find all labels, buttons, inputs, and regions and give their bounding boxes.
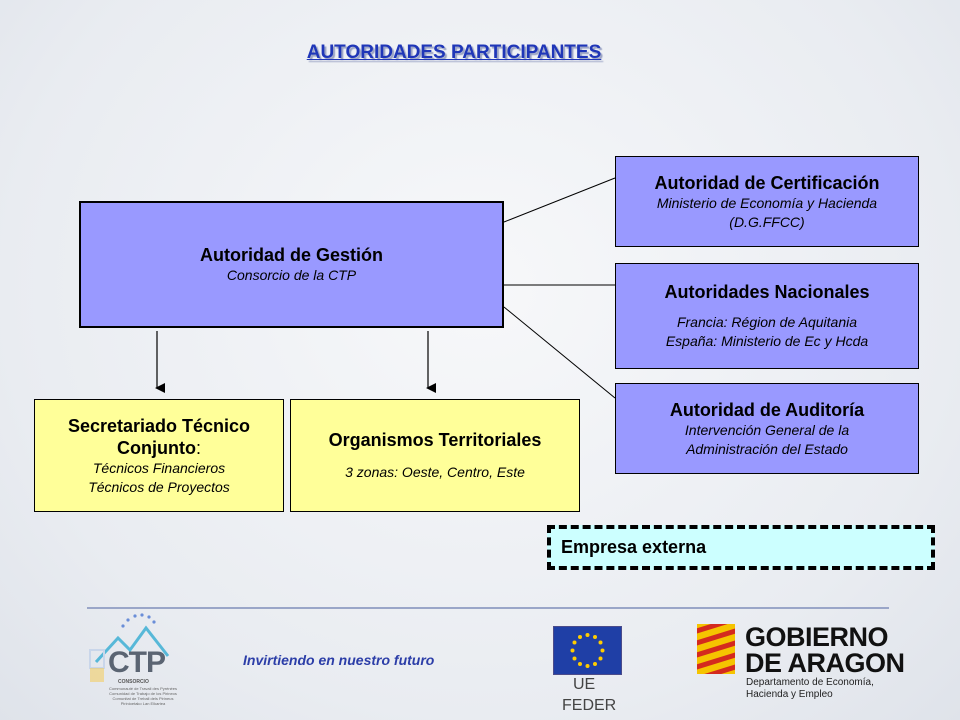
node-title: Autoridad de Gestión <box>199 245 383 265</box>
eu-flag-icon <box>553 626 622 675</box>
node-line: 3 zonas: Oeste, Centro, Este <box>345 464 525 480</box>
node-title: Organismos Territoriales <box>328 430 542 450</box>
node-secretariado-tecnico: Secretariado Técnico Conjunto: Técnicos … <box>34 399 284 512</box>
node-autoridad-gestion: Autoridad de Gestión Consorcio de la CTP <box>79 201 504 328</box>
node-line: (D.G.FFCC) <box>729 213 805 230</box>
node-line: España: Ministerio de Ec y Hcda <box>665 333 869 349</box>
aragon-flag-icon <box>697 624 735 674</box>
node-autoridades-nacionales: Autoridades Nacionales Francia: Région d… <box>615 263 919 369</box>
node-line: Intervención General de la <box>684 421 850 438</box>
gobierno-line1: GOBIERNO <box>745 622 889 652</box>
footer-slogan: Invirtiendo en nuestro futuro <box>243 652 435 668</box>
node-line: Técnicos de Proyectos <box>88 478 230 495</box>
node-organismos-territoriales: Organismos Territoriales 3 zonas: Oeste,… <box>290 399 580 512</box>
node-title: Secretariado Técnico <box>67 415 251 436</box>
node-autoridad-certificacion: Autoridad de Certificación Ministerio de… <box>615 156 919 247</box>
connector-gestion-certificacion <box>503 177 616 223</box>
node-title: Autoridades Nacionales <box>664 282 870 302</box>
eu-label-feder: FEDER <box>562 697 617 714</box>
ctp-logo-lines: Communauté de Travail des Pyrénées Comun… <box>88 686 198 706</box>
node-line: Técnicos Financieros <box>92 459 226 476</box>
node-title: Autoridad de Auditoría <box>669 399 865 420</box>
ctp-line: Comunidad de Trabajo de los Pirineos <box>109 691 177 696</box>
connector-gestion-auditoria <box>503 306 616 399</box>
node-title: Autoridad de Certificación <box>654 172 880 193</box>
ctp-line: Pirinioetako Lan Elkartea <box>120 701 166 706</box>
ctp-logo-icon <box>89 613 170 682</box>
ctp-line: Communauté de Travail des Pyrénées <box>108 686 178 691</box>
node-line: Ministerio de Economía y Hacienda <box>656 194 878 211</box>
node-title-conjunto: Conjunto <box>117 437 196 458</box>
ctp-logo-letters: CTP <box>108 646 166 679</box>
gobierno-dept-line: Departamento de Economía, <box>746 677 874 688</box>
gobierno-department: Departamento de Economía, Hacienda y Emp… <box>746 677 886 701</box>
gobierno-line2: DE ARAGON <box>745 648 905 678</box>
node-line: Francia: Région de Aquitania <box>676 314 858 330</box>
node-label: Empresa externa <box>561 537 707 557</box>
node-title-colon: : <box>195 437 201 458</box>
footer-divider <box>87 607 889 609</box>
node-subtitle: Consorcio de la CTP <box>226 267 357 283</box>
ctp-line: Comunitat de Treball dels Pirineus <box>112 696 174 701</box>
node-title-line2: Conjunto: <box>117 437 201 459</box>
node-empresa-externa: Empresa externa <box>547 525 935 570</box>
node-autoridad-auditoria: Autoridad de Auditoría Intervención Gene… <box>615 383 919 474</box>
page-title: AUTORIDADES PARTICIPANTES <box>306 42 602 63</box>
eu-label-ue: UE <box>573 676 596 693</box>
ctp-logo-sub: CONSORCIO <box>118 679 149 685</box>
node-line: Administración del Estado <box>686 440 848 457</box>
gobierno-dept-line: Hacienda y Empleo <box>746 689 833 700</box>
